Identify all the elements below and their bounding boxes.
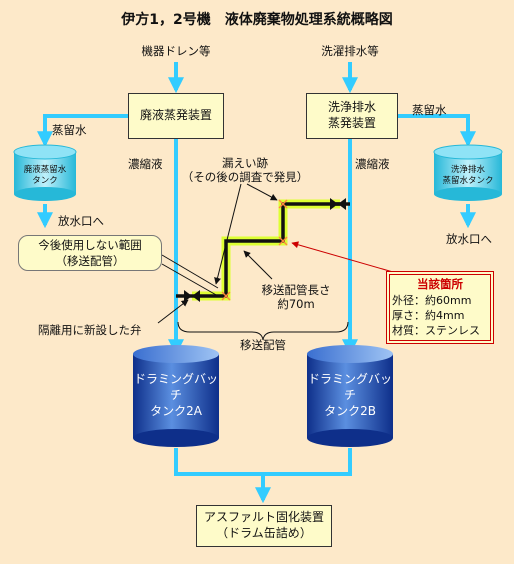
batch-tank-2a-label: ドラミングバッチ タンク2A <box>133 366 219 424</box>
batch-tank-2a-line1: ドラミングバッチ <box>133 371 218 402</box>
transfer-pipe-label: 移送配管 <box>240 338 286 352</box>
wash-evaporator-line1: 洗浄排水 <box>327 100 376 115</box>
flow-tank-merge <box>174 448 352 476</box>
flow-distillate-right <box>398 114 476 148</box>
leak-mark-upper <box>278 199 288 209</box>
pipe-length-label: 移送配管長さ 約70m <box>246 283 346 312</box>
leader-lines <box>157 183 278 324</box>
wash-evaporator-line2: 蒸発装置 <box>327 116 376 130</box>
unused-range-line1: 今後使用しない範囲 <box>38 238 142 252</box>
location-title: 当該箇所 <box>417 277 463 291</box>
distillate-tank-right-label: 洗浄排水 蒸留水タンク <box>434 159 502 193</box>
leak-mark-lower <box>221 291 231 301</box>
solidifier-line1: アスファルト固化装置 <box>203 510 324 525</box>
distillate-label-right: 蒸留水 <box>412 103 447 117</box>
pipe-length-line1: 移送配管長さ <box>261 283 331 297</box>
leader-unused-b <box>161 263 219 297</box>
discharge-label-right: 放水口へ <box>446 232 492 246</box>
batch-tank-2b <box>307 345 393 447</box>
leader-leak-lower <box>214 183 242 285</box>
wash-evaporator-box: 洗浄排水 蒸発装置 <box>306 93 398 139</box>
flow-distillate-left <box>37 114 128 148</box>
input-label-right: 洗濯排水等 <box>321 44 379 58</box>
asphalt-solidifier-box: アスファルト固化装置 （ドラム缶詰め） <box>196 505 332 547</box>
batch-tank-2b-line1: ドラミングバッチ <box>307 371 392 402</box>
unused-transfer-pipe <box>192 202 340 298</box>
leader-leak-upper <box>246 183 278 201</box>
solidifier-line2: （ドラム缶詰め） <box>216 526 312 540</box>
batch-tank-2a <box>133 345 219 447</box>
leader-unused-a <box>161 254 219 289</box>
concentrate-label-right: 濃縮液 <box>355 157 390 171</box>
leak-trace-line2: （その後の調査で発見） <box>181 170 309 185</box>
pipe-length-line2: 約70m <box>277 297 315 312</box>
input-label-left: 機器ドレン等 <box>141 44 211 58</box>
waste-evaporator-box: 廃液蒸発装置 <box>128 93 224 139</box>
leak-trace-label: 漏えい跡 （その後の調査で発見） <box>170 156 320 185</box>
leader-pipe-length <box>243 250 273 280</box>
waste-evaporator-label: 廃液蒸発装置 <box>139 108 212 123</box>
distillate-tank-left-label: 廃液蒸留水 タンク <box>14 159 76 193</box>
distillate-tank-right-line1: 洗浄排水 <box>450 164 485 175</box>
distillate-tank-right <box>433 144 503 201</box>
location-outer-diameter: 外径：約60mm <box>392 294 472 307</box>
isolation-valve-label: 隔離用に新設した弁 <box>38 323 142 337</box>
unused-range-line2: （移送配管） <box>55 253 125 268</box>
distillate-tank-right-line2: 蒸留水タンク <box>442 176 494 186</box>
flow-lines <box>37 62 476 504</box>
batch-tank-2a-line2: タンク2A <box>150 404 202 419</box>
location-info-box: 当該箇所 外径：約60mm 厚さ：約4mm 材質：ステンレス <box>386 271 494 344</box>
distillate-tank-left <box>13 144 77 201</box>
unused-range-callout: 今後使用しない範囲 （移送配管） <box>18 235 162 271</box>
discharge-label-left: 放水口へ <box>58 214 104 228</box>
concentrate-label-left: 濃縮液 <box>128 157 163 171</box>
valve-right <box>330 198 346 210</box>
leak-mark-location <box>278 236 288 246</box>
diagram-title: 伊方1，2号機 液体廃棄物処理系統概略図 <box>121 12 393 28</box>
location-material: 材質：ステンレス <box>392 324 480 337</box>
distillate-tank-left-line2: タンク <box>32 176 58 186</box>
batch-tank-2b-label: ドラミングバッチ タンク2B <box>307 366 393 424</box>
batch-tank-2b-line2: タンク2B <box>324 404 376 419</box>
distillate-label-left: 蒸留水 <box>52 123 87 137</box>
leader-valve <box>157 299 189 324</box>
leak-trace-line1: 漏えい跡 <box>222 156 268 170</box>
valve-left <box>184 290 200 302</box>
location-thickness: 厚さ：約4mm <box>392 309 465 322</box>
location-info-inner: 当該箇所 外径：約60mm 厚さ：約4mm 材質：ステンレス <box>389 274 491 341</box>
distillate-tank-left-line1: 廃液蒸留水 <box>23 164 67 175</box>
leader-location <box>291 241 394 273</box>
transfer-pipe-brace <box>177 321 349 341</box>
